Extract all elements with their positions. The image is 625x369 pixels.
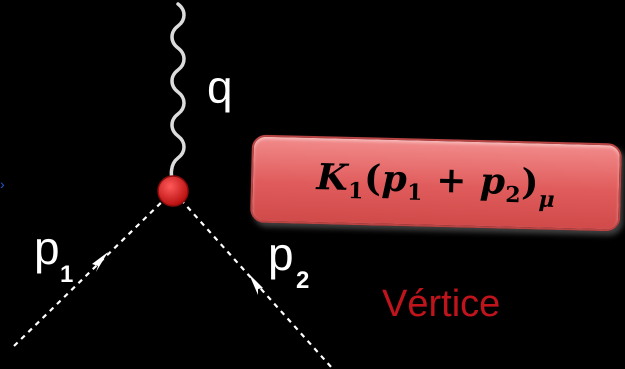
formula-p2: p [479, 160, 507, 204]
formula-p2-subscript: 2 [504, 182, 522, 209]
formula-p1-subscript: 1 [406, 179, 424, 207]
vertex-caption: Vértice [382, 283, 501, 325]
vertex-factor-box: K1(p1 + p2)μ [249, 134, 623, 232]
vertex-factor-formula: K1(p1 + p2)μ [316, 156, 556, 213]
fermion-line-p1 [13, 191, 173, 347]
formula-mu-subscript: μ [538, 186, 556, 214]
photon-line-q [169, 2, 186, 188]
formula-k-subscript: 1 [347, 178, 365, 205]
label-p2-subscript: 2 [296, 267, 309, 294]
arrow-icon-p1 [92, 252, 108, 272]
formula-open-paren: ( [363, 157, 383, 201]
edge-mark: › [0, 176, 5, 192]
label-p2: p [268, 228, 294, 280]
label-p1: p [34, 222, 60, 274]
vertex-dot [157, 175, 189, 207]
label-p1-subscript: 1 [60, 261, 73, 288]
label-q: q [207, 61, 233, 113]
formula-k: K [316, 156, 349, 200]
formula-p1: p [381, 158, 408, 201]
arrow-icon-p2 [249, 274, 263, 295]
formula-close-paren: ) [520, 161, 540, 204]
formula-plus: + [422, 159, 481, 203]
